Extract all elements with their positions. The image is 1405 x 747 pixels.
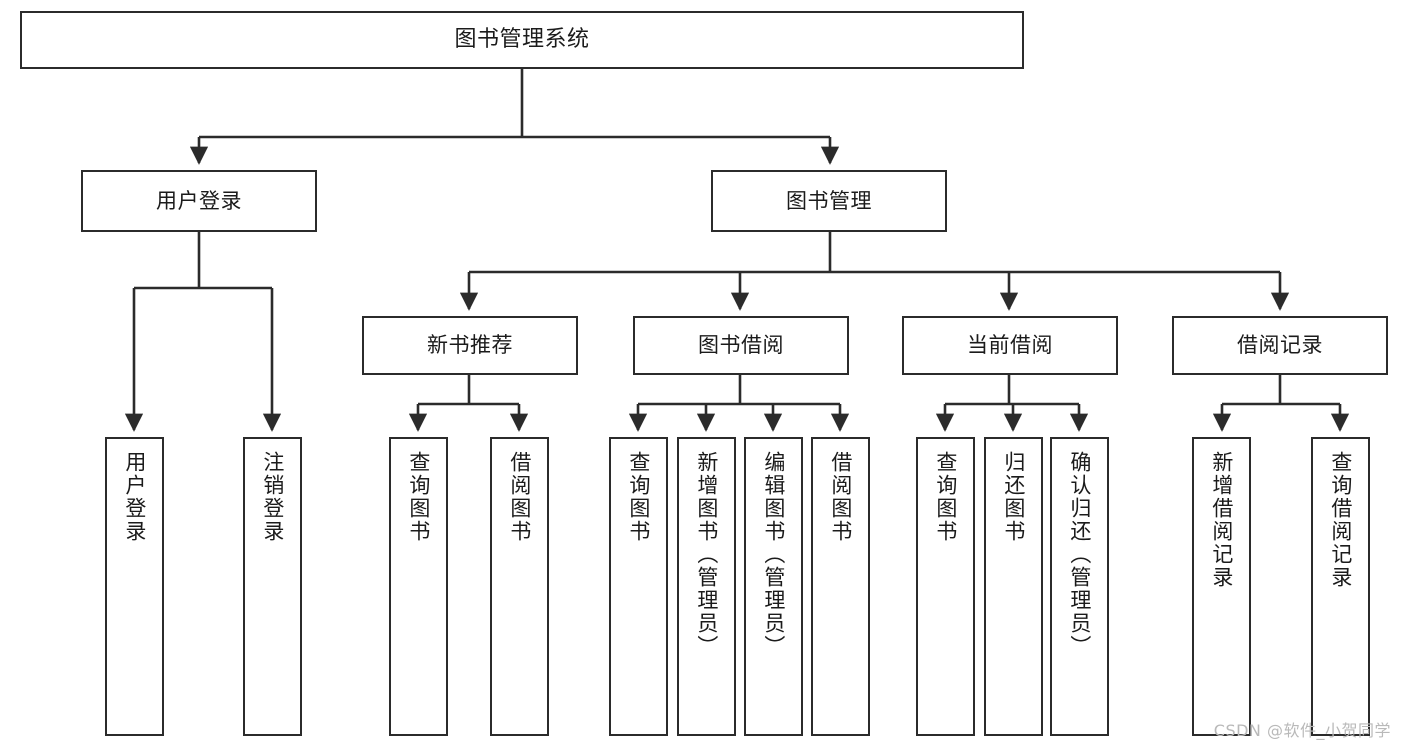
node-label: 图书管理系统 bbox=[454, 27, 590, 53]
node-label: 编辑图书（管理员） bbox=[761, 451, 786, 658]
node-label: 注销登录 bbox=[260, 451, 285, 543]
node-leaf-borrow-add-book-admin[interactable]: 新增图书（管理员） bbox=[677, 437, 736, 736]
node-leaf-borrow-query-book[interactable]: 查询图书 bbox=[609, 437, 668, 736]
node-leaf-record-add-record[interactable]: 新增借阅记录 bbox=[1192, 437, 1251, 736]
node-label: 新增借阅记录 bbox=[1209, 451, 1234, 589]
node-label: 新增图书（管理员） bbox=[694, 451, 719, 658]
node-leaf-user-login[interactable]: 用户登录 bbox=[105, 437, 164, 736]
node-leaf-newbook-borrow-book[interactable]: 借阅图书 bbox=[490, 437, 549, 736]
node-leaf-current-return-book[interactable]: 归还图书 bbox=[984, 437, 1043, 736]
node-label: 查询借阅记录 bbox=[1328, 451, 1353, 589]
node-book-borrow[interactable]: 图书借阅 bbox=[633, 316, 849, 375]
node-root-book-management-system[interactable]: 图书管理系统 bbox=[20, 11, 1024, 69]
node-label: 用户登录 bbox=[122, 451, 147, 543]
node-current-borrow[interactable]: 当前借阅 bbox=[902, 316, 1118, 375]
node-label: 查询图书 bbox=[626, 451, 651, 543]
watermark: CSDN @软件_小贺同学 bbox=[1213, 721, 1391, 740]
node-borrow-record[interactable]: 借阅记录 bbox=[1172, 316, 1388, 375]
node-leaf-current-confirm-return-admin[interactable]: 确认归还（管理员） bbox=[1050, 437, 1109, 736]
node-label: 归还图书 bbox=[1001, 451, 1026, 543]
node-leaf-newbook-query-book[interactable]: 查询图书 bbox=[389, 437, 448, 736]
node-label: 图书借阅 bbox=[698, 333, 784, 358]
node-label: 借阅图书 bbox=[507, 451, 532, 543]
node-label: 查询图书 bbox=[933, 451, 958, 543]
node-leaf-current-query-book[interactable]: 查询图书 bbox=[916, 437, 975, 736]
node-leaf-user-logout[interactable]: 注销登录 bbox=[243, 437, 302, 736]
node-label: 图书管理 bbox=[786, 188, 872, 213]
node-leaf-borrow-edit-book-admin[interactable]: 编辑图书（管理员） bbox=[744, 437, 803, 736]
node-label: 查询图书 bbox=[406, 451, 431, 543]
node-label: 确认归还（管理员） bbox=[1067, 451, 1092, 658]
node-label: 借阅图书 bbox=[828, 451, 853, 543]
node-label: 借阅记录 bbox=[1237, 333, 1323, 358]
node-label: 当前借阅 bbox=[967, 333, 1053, 358]
node-user-login[interactable]: 用户登录 bbox=[81, 170, 317, 232]
node-label: 用户登录 bbox=[156, 188, 242, 213]
node-leaf-borrow-lend-book[interactable]: 借阅图书 bbox=[811, 437, 870, 736]
node-leaf-record-query-record[interactable]: 查询借阅记录 bbox=[1311, 437, 1370, 736]
node-new-book-recommend[interactable]: 新书推荐 bbox=[362, 316, 578, 375]
node-book-management[interactable]: 图书管理 bbox=[711, 170, 947, 232]
node-label: 新书推荐 bbox=[427, 333, 513, 358]
